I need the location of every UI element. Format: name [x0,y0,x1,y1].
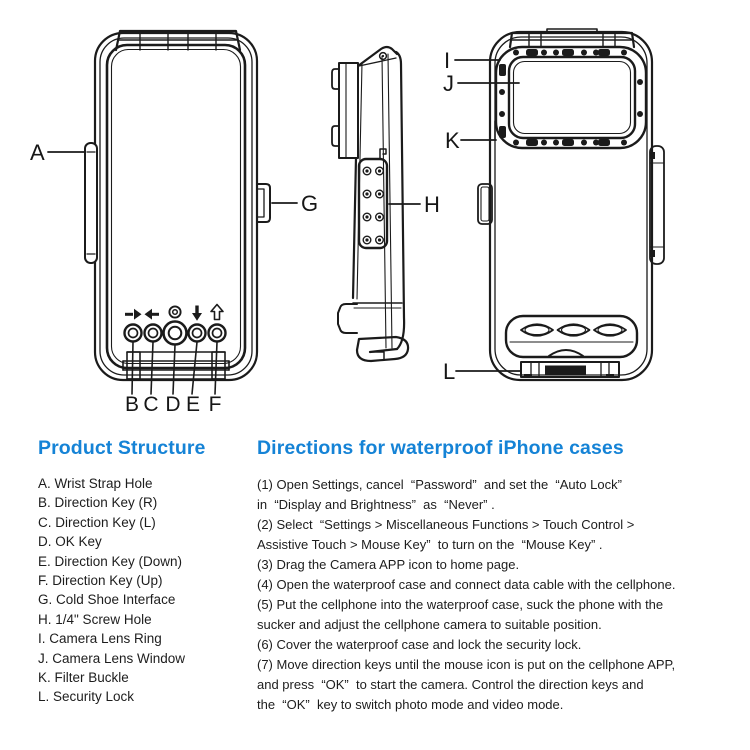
part-item-a: A. Wrist Strap Hole [38,476,153,491]
direction-line-7: (5) Put the cellphone into the waterproo… [257,597,664,612]
direction-line-9: (6) Cover the waterproof case and lock t… [257,637,582,652]
callout-label-h: H [424,192,440,217]
directions-text: (1) Open Settings, cancel “Password” and… [257,475,749,715]
part-item-f: F. Direction Key (Up) [38,573,163,589]
direction-line-10: (7) Move direction keys until the mouse … [257,657,676,672]
callout-label-g: G [301,191,318,216]
callout-label-e: E [186,393,200,416]
direction-key-down-button [187,323,207,343]
right-edge-clip [649,145,665,265]
side-foot [337,302,410,363]
front-case-outline [93,31,259,382]
up-arrow-icon [210,303,224,321]
direction-line-11: and press “OK” to start the camera. Cont… [257,677,644,692]
screen-bezel [105,43,247,370]
left-arrow-icon [144,308,159,320]
direction-line-2: in “Display and Brightness” as “Never” . [257,497,495,512]
direction-key-right-button [123,323,143,343]
camera-lens-window [507,55,637,140]
directions-section: Directions for waterproof iPhone cases (… [257,437,749,715]
case-diagram: A G [30,28,665,416]
back-view-diagram: I J K [443,28,665,384]
part-item-e: E. Direction Key (Down) [38,553,183,569]
part-item-h: H. 1/4" Screw Hole [38,611,152,627]
security-lock [520,349,620,378]
bottom-grip [504,314,639,359]
bottom-clamp [122,351,230,380]
part-item-b: B. Direction Key (R) [38,495,158,511]
direction-line-6: (4) Open the waterproof case and connect… [257,577,676,592]
right-arrow-icon [125,308,142,320]
direction-key-left-button [143,323,163,343]
shutter-ring-icon [168,305,182,319]
callout-label-l: L [443,359,455,384]
side-lens-plate [331,62,359,159]
callout-label-c: C [143,393,158,416]
direction-line-1: (1) Open Settings, cancel “Password” and… [257,477,622,492]
cold-shoe-interface [256,183,271,223]
direction-line-12: the “OK” key to switch photo mode and vi… [257,697,564,712]
part-item-j: J. Camera Lens Window [38,650,186,666]
screw-hole-plate [357,148,389,250]
part-item-g: G. Cold Shoe Interface [38,592,176,608]
button-callout-lines [131,341,218,395]
down-arrow-icon [192,305,202,321]
part-item-l: L. Security Lock [38,689,135,705]
direction-line-4: Assistive Touch > Mouse Key” to turn on … [257,537,603,552]
direction-line-8: sucker and adjust the cellphone camera t… [257,617,602,632]
direction-key-up-button [207,323,227,343]
product-structure-list: A. Wrist Strap Hole B. Direction Key (R)… [38,474,273,707]
part-item-i: I. Camera Lens Ring [38,631,162,647]
ok-key-button [162,320,188,346]
front-view-diagram: A G [30,29,318,416]
wrist-strap-hole [84,142,98,264]
callout-label-j: J [443,71,454,96]
callout-label-d: D [165,393,180,416]
part-item-k: K. Filter Buckle [38,670,129,686]
part-item-d: D. OK Key [38,534,102,550]
callout-label-a: A [30,140,45,165]
product-structure-title: Product Structure [38,437,206,459]
callout-label-k: K [445,128,460,153]
direction-line-3: (2) Select “Settings > Miscellaneous Fun… [257,517,635,532]
callout-label-b: B [125,393,139,416]
back-case-outline [488,30,654,382]
callout-label-f: F [209,393,222,416]
part-item-c: C. Direction Key (L) [38,514,156,530]
side-view-diagram: H [331,45,440,363]
directions-title: Directions for waterproof iPhone cases [257,437,624,459]
callout-label-i: I [444,48,450,73]
product-structure-section: Product Structure A. Wrist Strap Hole B.… [38,437,273,707]
lens-ring-screws [499,49,643,146]
direction-line-5: (3) Drag the Camera APP icon to home pag… [257,557,520,572]
left-edge-tab [477,183,493,225]
camera-lens-ring [494,45,648,150]
